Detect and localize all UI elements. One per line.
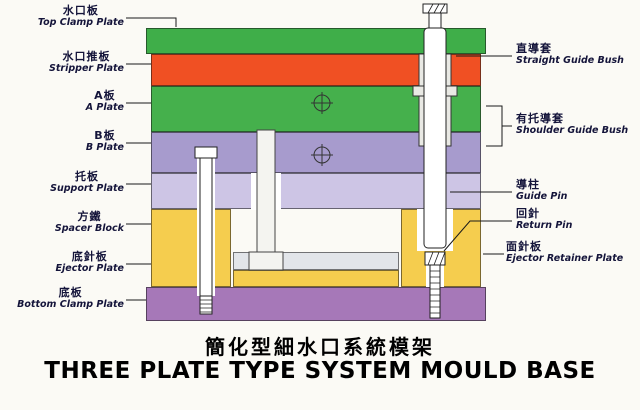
- label-guide-pin: 導柱 Guide Pin: [516, 178, 567, 203]
- label-zh: 底針板: [71, 250, 108, 263]
- label-en: Ejector Retainer Plate: [506, 253, 624, 265]
- ejector-retainer-plate: [233, 252, 399, 270]
- label-support-plate: 托板 Support Plate: [50, 170, 124, 195]
- label-spacer-block: 方鐵 Spacer Block: [55, 210, 124, 235]
- label-zh: B板: [94, 129, 116, 142]
- label-stripper-plate: 水口推板 Stripper Plate: [49, 50, 124, 75]
- label-en: Shoulder Guide Bush: [516, 125, 629, 137]
- label-en: Top Clamp Plate: [37, 17, 124, 29]
- label-en: Ejector Plate: [55, 263, 125, 275]
- a-plate: [151, 86, 481, 132]
- b-plate: [151, 132, 481, 173]
- label-en: Bottom Clamp Plate: [17, 299, 124, 311]
- spacer-block-right: [401, 209, 481, 287]
- label-shoulder-guide-bush: 有托導套 Shoulder Guide Bush: [516, 112, 628, 137]
- label-zh: 回針: [516, 207, 540, 220]
- label-zh: 水口板: [62, 4, 99, 17]
- label-b-plate: B板 B Plate: [86, 129, 124, 154]
- label-zh: A板: [94, 89, 116, 102]
- label-zh: 直導套: [516, 42, 552, 55]
- label-ejector-retainer-plate: 面針板 Ejector Retainer Plate: [506, 240, 623, 265]
- top-clamp-plate: [146, 28, 486, 54]
- bottom-clamp-plate: [146, 287, 486, 321]
- label-en: Guide Pin: [516, 191, 568, 203]
- label-en: Spacer Block: [54, 223, 124, 235]
- label-zh: 托板: [75, 170, 100, 183]
- label-top-clamp-plate: 水口板 Top Clamp Plate: [38, 4, 124, 29]
- label-zh: 方鐵: [77, 210, 102, 223]
- label-a-plate: A板 A Plate: [86, 89, 124, 114]
- label-return-pin: 回針 Return Pin: [516, 207, 572, 232]
- label-en: A Plate: [85, 102, 124, 114]
- ejector-plate: [233, 270, 399, 287]
- page-title-chinese: 簡化型細水口系統模架: [205, 335, 435, 359]
- label-en: Return Pin: [516, 220, 573, 232]
- label-zh: 有托導套: [516, 112, 564, 125]
- stripper-plate: [151, 54, 481, 86]
- label-zh: 面針板: [506, 240, 542, 253]
- label-zh: 底板: [58, 286, 83, 299]
- label-ejector-plate: 底針板 Ejector Plate: [56, 250, 125, 275]
- label-zh: 導柱: [516, 178, 540, 191]
- page-title-english: THREE PLATE TYPE SYSTEM MOULD BASE: [44, 358, 596, 384]
- label-zh: 水口推板: [62, 50, 111, 63]
- label-en: Straight Guide Bush: [516, 55, 624, 67]
- support-plate: [151, 173, 481, 209]
- label-bottom-clamp-plate: 底板 Bottom Clamp Plate: [17, 286, 124, 311]
- label-straight-guide-bush: 直導套 Straight Guide Bush: [516, 42, 624, 67]
- label-en: Support Plate: [50, 183, 124, 195]
- label-en: Stripper Plate: [49, 63, 124, 75]
- spacer-block-left: [151, 209, 231, 287]
- label-en: B Plate: [85, 142, 124, 154]
